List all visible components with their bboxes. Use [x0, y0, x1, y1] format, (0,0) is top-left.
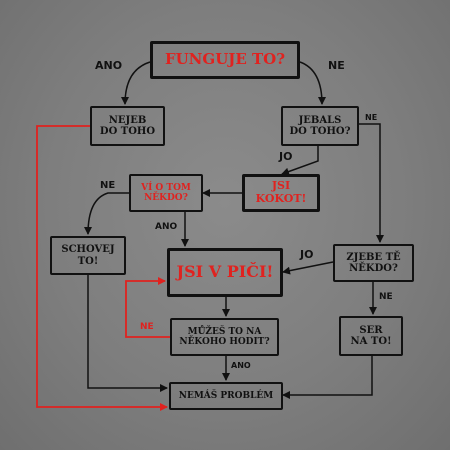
node-schovej-to: SCHOVEJ TO! [50, 236, 126, 275]
edge-jebals-zjebe [359, 123, 384, 243]
label-jo-zjebe: JO [300, 248, 314, 261]
edge-ser-nemas [282, 356, 373, 399]
node-vi-o-tom-nekdo-text: VÍ O TOM NĚKDO? [141, 182, 191, 203]
edge-vi-schovej [84, 192, 129, 235]
node-ser-na-to: SER NA TO! [339, 316, 403, 356]
node-vi-o-tom-nekdo: VÍ O TOM NĚKDO? [129, 174, 203, 212]
node-nejeb-do-toho-text: NEJEB DO TOHO [99, 114, 156, 138]
node-jsi-kokot-text: JSI KOKOT! [255, 179, 307, 205]
label-ne-vi-o-tom: NE [100, 180, 116, 191]
node-zjebe-te-nekdo-text: ZJEBE TĚ NĚKDO? [346, 251, 401, 275]
label-ne-jebals: NE [365, 113, 378, 122]
edge-zjebe-pici [282, 261, 334, 275]
node-nemas-problem: NEMÁŠ PROBLÉM [169, 382, 283, 410]
edge-nejeb-nemas [36, 125, 168, 411]
node-zjebe-te-nekdo: ZJEBE TĚ NĚKDO? [333, 244, 414, 282]
label-ne-top: NE [328, 59, 345, 72]
label-ne-muzes: NE [140, 322, 154, 332]
label-ano-muzes: ANO [231, 361, 251, 370]
node-nejeb-do-toho: NEJEB DO TOHO [90, 106, 165, 146]
label-ne-zjebe: NE [379, 292, 393, 302]
node-funguje-to-text: FUNGUJE TO? [164, 50, 286, 69]
edge-funguje-jebals [299, 61, 326, 105]
edge-funguje-nejeb [121, 61, 151, 105]
node-jsi-v-pici-text: JSI V PIČI! [176, 262, 274, 282]
node-jebals-do-toho: JEBALS DO TOHO? [281, 106, 359, 146]
node-nemas-problem-text: NEMÁŠ PROBLÉM [178, 390, 274, 401]
node-ser-na-to-text: SER NA TO! [350, 324, 392, 348]
label-jo-jebals: JO [279, 150, 293, 163]
edge-muzes-pici-loop [125, 277, 170, 338]
edge-jebals-kokot [281, 145, 319, 176]
node-jsi-kokot: JSI KOKOT! [242, 174, 320, 212]
node-muzes-to-na-nekoho-hodit-text: MŮŽEŠ TO NA NĚKOHO HODIT? [179, 326, 270, 347]
node-jebals-do-toho-text: JEBALS DO TOHO? [289, 114, 351, 138]
node-muzes-to-na-nekoho-hodit: MŮŽEŠ TO NA NĚKOHO HODIT? [170, 318, 279, 356]
label-ano-top: ANO [95, 59, 123, 72]
label-ano-vi-o-tom: ANO [155, 222, 178, 232]
edge-schovej-nemas [87, 275, 168, 392]
node-schovej-to-text: SCHOVEJ TO! [61, 244, 115, 267]
node-funguje-to: FUNGUJE TO? [150, 41, 300, 79]
node-jsi-v-pici: JSI V PIČI! [167, 248, 283, 297]
